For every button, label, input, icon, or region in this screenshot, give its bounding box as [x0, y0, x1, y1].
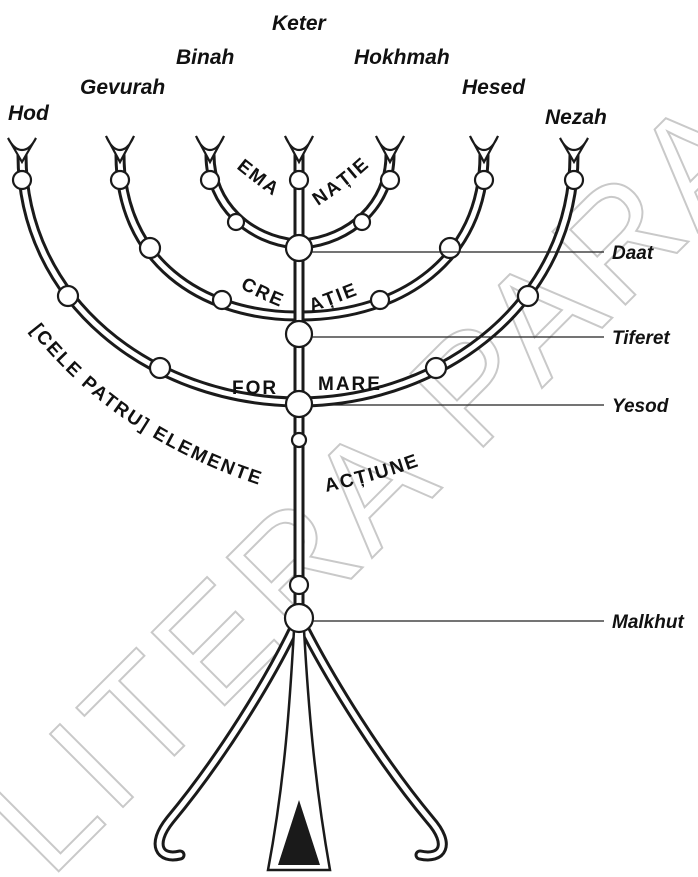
- tiferet-node: [286, 321, 312, 347]
- menorah-cups: [8, 136, 588, 162]
- label-binah: Binah: [176, 46, 234, 69]
- label-keter: Keter: [272, 12, 328, 35]
- world-emanatie-right: NAȚIE: [309, 153, 374, 210]
- malkhut-node: [285, 604, 313, 632]
- label-hesed: Hesed: [462, 76, 526, 99]
- label-malkhut: Malkhut: [612, 612, 684, 633]
- label-hokhmah: Hokhmah: [354, 46, 450, 69]
- label-gevurah: Gevurah: [80, 76, 165, 99]
- label-tiferet: Tiferet: [612, 328, 670, 349]
- label-hod: Hod: [8, 102, 50, 125]
- label-daat: Daat: [612, 243, 654, 264]
- world-elemente: [CELE PATRU] ELEMENTE: [26, 320, 265, 490]
- world-emanatie-left: EMA: [233, 156, 284, 202]
- world-formare-left: FOR: [232, 378, 278, 399]
- yesod-node: [286, 391, 312, 417]
- world-formare-right: MARE: [318, 374, 382, 395]
- label-nezah: Nezah: [545, 106, 607, 129]
- label-yesod: Yesod: [612, 396, 669, 417]
- daat-node: [286, 235, 312, 261]
